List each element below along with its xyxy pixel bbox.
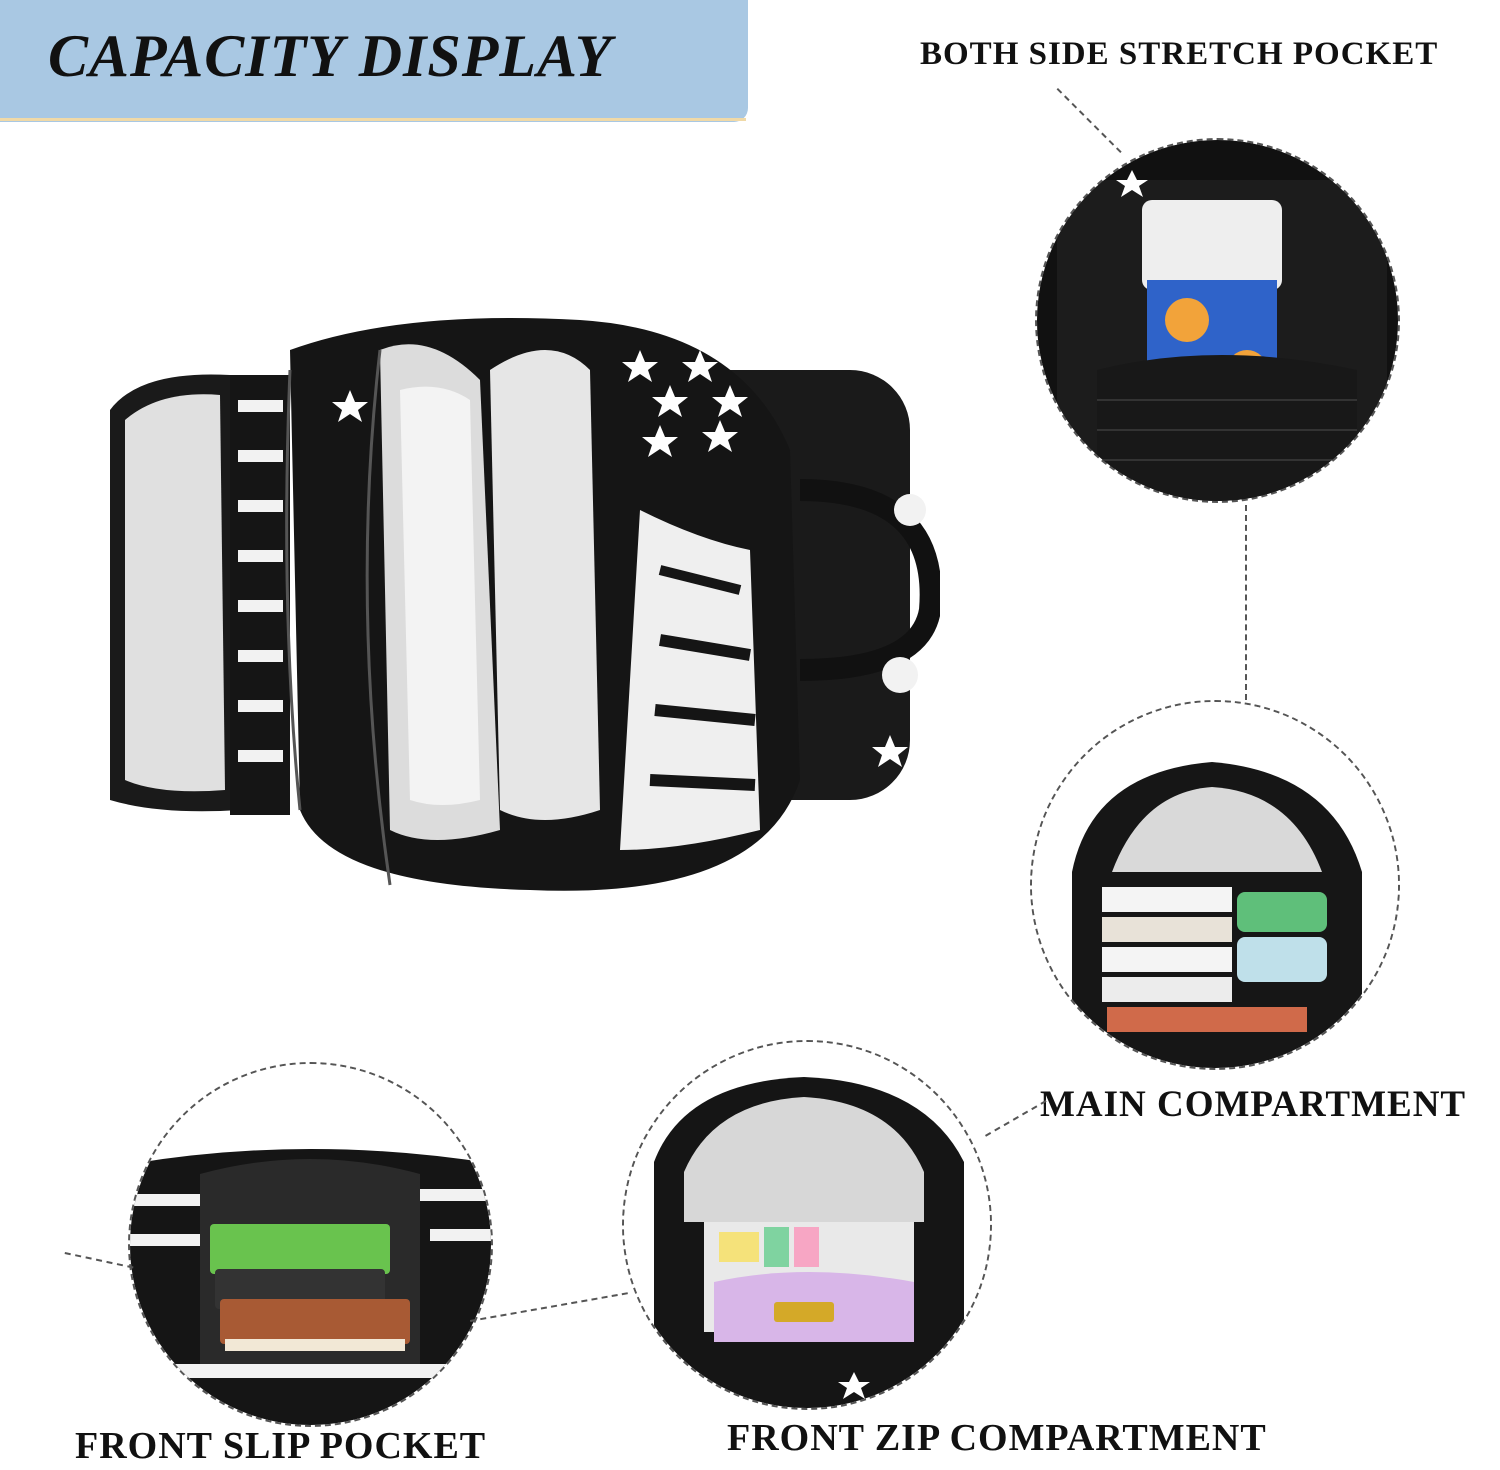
front-zip-compartment-photo xyxy=(624,1042,990,1408)
side-pocket-circle xyxy=(1035,138,1400,503)
main-compartment-circle xyxy=(1030,700,1400,1070)
connector-main-compartment xyxy=(1245,505,1247,700)
label-front-zip-compartment: FRONT ZIP COMPARTMENT xyxy=(727,1417,1267,1459)
page-title: CAPACITY DISPLAY xyxy=(48,23,613,89)
label-main-compartment: MAIN COMPARTMENT xyxy=(1040,1084,1467,1125)
backpack-open-illustration xyxy=(110,318,940,891)
label-front-slip-pocket: FRONT SLIP POCKET xyxy=(75,1425,487,1467)
banner-accent-line xyxy=(0,118,746,121)
connector-main-to-zip xyxy=(985,1100,1047,1137)
connector-front-slip xyxy=(64,1252,134,1269)
connector-side-pocket xyxy=(1056,88,1122,154)
label-side-pocket: BOTH SIDE STRETCH POCKET xyxy=(920,36,1439,72)
main-compartment-photo xyxy=(1032,702,1398,1068)
front-zip-compartment-circle xyxy=(622,1040,992,1410)
front-slip-pocket-photo xyxy=(130,1064,491,1425)
side-pocket-photo xyxy=(1037,140,1398,501)
main-backpack-image xyxy=(100,310,940,900)
front-slip-pocket-circle xyxy=(128,1062,493,1427)
header-banner: CAPACITY DISPLAY xyxy=(0,0,748,122)
connector-front-zip xyxy=(470,1292,628,1322)
